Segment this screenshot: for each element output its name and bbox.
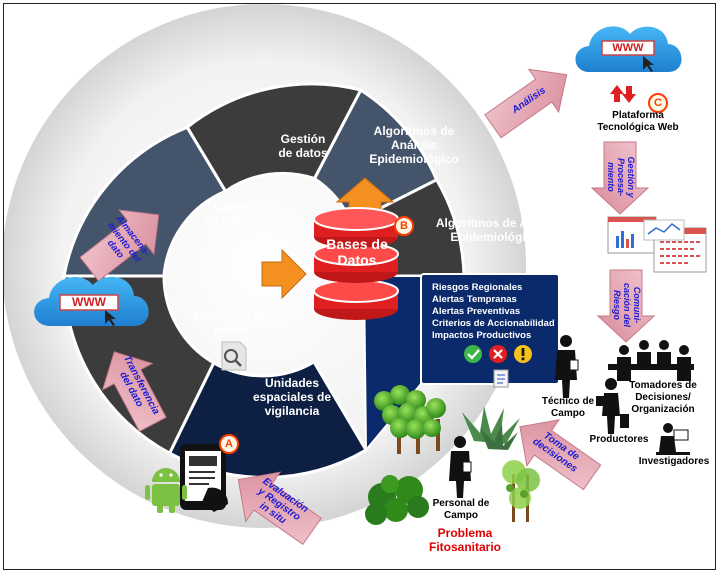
actor-personal-label: Personal de Campo [432,498,490,521]
flow-arrows [79,68,656,546]
arrow-comunicacion [596,269,656,343]
problem-label: Problema Fitosanitario [428,526,501,554]
risk-box-lines: Riesgos Regionales Alertas Tempranas Ale… [432,282,558,342]
cloud-icon-top [575,26,682,72]
cloud-label-left: WWW [72,295,106,309]
arrow-transferencia [101,351,167,433]
hand-icon [202,487,228,512]
cloud-icon-left [34,276,149,326]
arrow-label-comunicacion: Comuni- cación del Riesgo [612,282,642,327]
diagram-frame: Gestión de datos Algoritmos de Análisis … [3,3,716,570]
segment-label-gestion: Gestión de datos [278,132,328,160]
marker-b: B [394,216,414,236]
workflow-diagram [4,4,707,546]
tecnico-campo-icon [555,335,579,398]
database-icon [313,207,399,320]
arrow-evaluacion [237,471,322,546]
agave-icon [462,406,520,450]
risk-line-4: Criterios de Accionabilidad [432,318,555,329]
trees-icon [374,385,446,454]
risk-line-5: Impactos Productivos [432,330,532,341]
risk-line-1: Riesgos Regionales [432,282,523,293]
risk-line-3: Alertas Preventivas [432,306,521,317]
cursor-icon-left [105,310,116,326]
marker-a: A [219,434,239,454]
personal-campo-icon [449,436,472,498]
arrow-almacenamiento [79,209,160,282]
investigador-icon [656,423,690,455]
magnifier-doc-icon [221,341,247,371]
android-icon [145,468,187,513]
segment-label-algoritmos-analisis: Algoritmos de Análisis Epidemiológico [369,124,459,166]
actor-productores-label: Productores [589,434,649,445]
segment-label-validacion: Validación de Datos [191,308,269,336]
risk-line-2: Alertas Tempranas [432,294,517,305]
arrow-toma-decisiones [519,419,602,491]
cloud-label-top: WWW [612,42,644,54]
actor-tecnico-label: Técnico de Campo [541,396,595,419]
check-icon [464,345,482,363]
arrow-gestion-procesamiento [590,141,650,215]
arrow-analisis [484,68,568,139]
smartphone-icon [180,444,226,510]
red-double-arrow [610,85,624,102]
actor-tomadores-label: Tomadores de Decisiones/ Organización [629,380,697,415]
tomato-plant-icon [502,460,540,522]
center-label-bases-datos: Bases de Datos [326,236,388,268]
segment-label-algoritmos-alertas: Algoritmos de Alertas Epidemiológicas [435,216,561,244]
platform-label: Plataforma Tecnológica Web [597,110,679,133]
bushes-icon [365,475,429,525]
marker-c: C [648,93,668,113]
segment-label-carga: Carga de Datos [204,200,256,228]
web-dashboard-icon [607,216,707,273]
productor-icon [596,378,629,434]
cursor-icon [643,56,654,72]
actor-investigadores-label: Investigadores [638,456,710,467]
orange-arrow-right [261,248,307,300]
arrow-label-gestion-procesamiento: Gestión y Procesa- miento [606,156,636,198]
segment-label-unidades: Unidades espaciales de vigilancia [252,376,332,418]
tomadores-meeting-icon [608,340,694,381]
